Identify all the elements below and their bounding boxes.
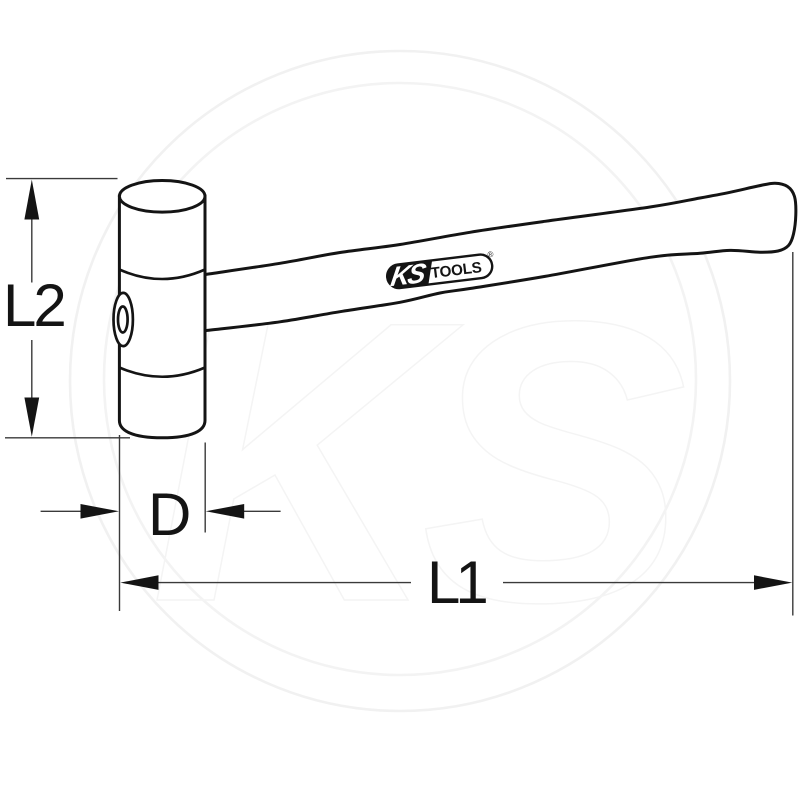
l2-arrow-down bbox=[24, 397, 40, 437]
head-section-line-upper bbox=[118, 268, 206, 281]
watermark-outer-circle bbox=[68, 49, 732, 713]
label-d: D bbox=[148, 481, 191, 548]
logo-tools-text: TOOLS bbox=[430, 259, 483, 282]
mallet-handle bbox=[203, 181, 798, 333]
dimension-d bbox=[40, 435, 281, 611]
l2-arrow-up bbox=[24, 179, 40, 220]
handle-logo-group: KS TOOLS ® bbox=[385, 250, 494, 292]
mallet-head-body bbox=[117, 194, 207, 440]
label-l2: L2 bbox=[3, 272, 64, 339]
l1-arrow-left bbox=[120, 575, 159, 590]
logo-black-field bbox=[387, 260, 433, 288]
d-arrow-right bbox=[205, 504, 245, 519]
dimension-l2 bbox=[5, 177, 130, 439]
d-arrow-left bbox=[80, 504, 119, 519]
head-pin-hole-inner bbox=[116, 305, 129, 334]
watermark-inner-circle bbox=[102, 81, 698, 677]
head-section-line-lower bbox=[118, 366, 206, 379]
mallet-head-top-face bbox=[117, 179, 207, 214]
mallet-head-group bbox=[112, 179, 207, 440]
dimension-l1 bbox=[120, 252, 794, 616]
logo-registered-mark: ® bbox=[487, 250, 494, 260]
l1-arrow-right bbox=[754, 575, 793, 590]
label-l1: L1 bbox=[427, 549, 486, 616]
